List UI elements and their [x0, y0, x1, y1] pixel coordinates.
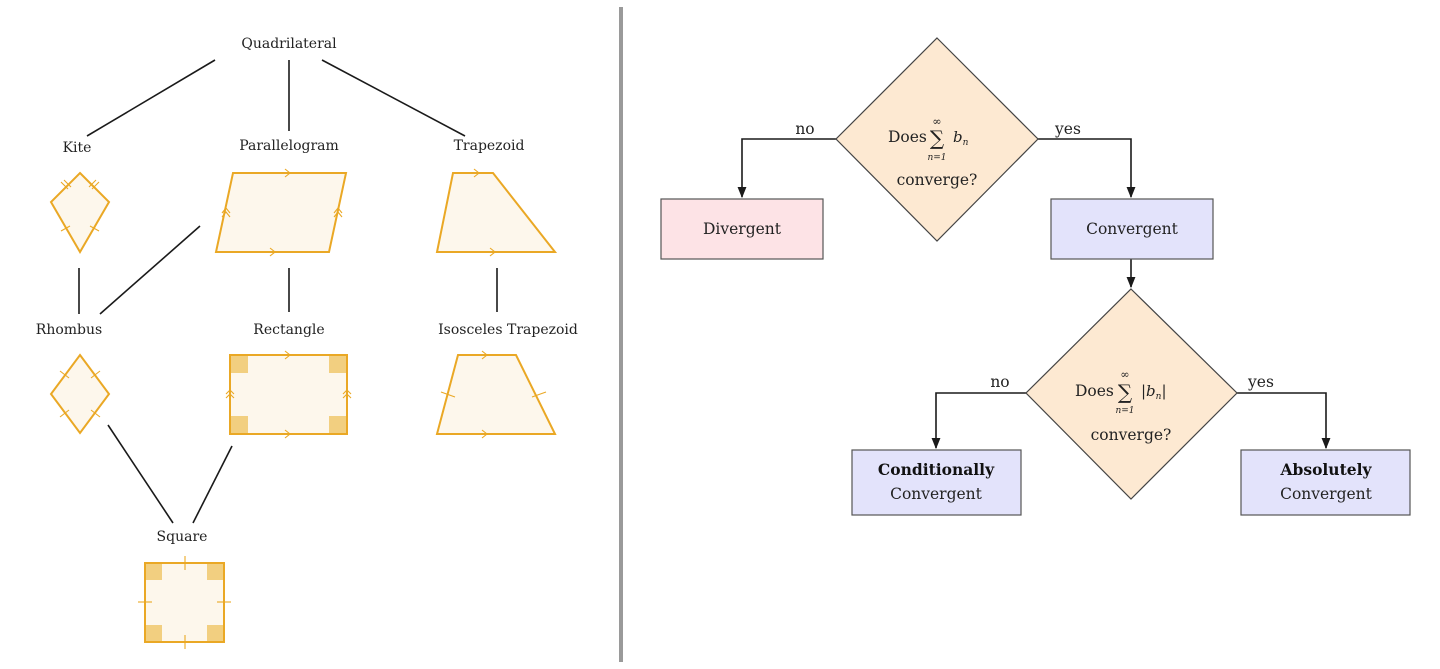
- d1-sum-symbol: ∑: [930, 126, 945, 150]
- outcome-conditionally-convergent: Conditionally Convergent: [851, 449, 1022, 516]
- conditionally-convergent-label: Convergent: [890, 485, 983, 503]
- isosceles-trapezoid-shape: [435, 350, 557, 439]
- edge-d2-yes: [1237, 392, 1331, 450]
- edge-rectangle-square: [192, 445, 233, 524]
- edge-parallelogram-rhombus: [99, 225, 201, 315]
- label-square: Square: [157, 529, 208, 545]
- d2-term: |bn|: [1141, 382, 1167, 402]
- label-d2-yes: yes: [1247, 373, 1274, 391]
- kite-shape: [49, 171, 111, 254]
- outcome-convergent: Convergent: [1050, 198, 1214, 260]
- d2-sum-symbol: ∑: [1118, 380, 1133, 404]
- edge-d2-no: [931, 392, 1026, 450]
- rhombus-shape: [49, 353, 111, 435]
- conditionally-label: Conditionally: [878, 460, 995, 479]
- d1-term: bn: [953, 128, 969, 148]
- edge-rhombus-square: [107, 424, 174, 524]
- label-trapezoid: Trapezoid: [454, 138, 525, 154]
- d1-sum-lower: n=1: [927, 153, 946, 163]
- absolutely-label: Absolutely: [1279, 460, 1372, 479]
- decision-abs-sum-converges: Does ∑ ∞ n=1 |bn| converge?: [1025, 288, 1238, 500]
- label-d2-no: no: [990, 373, 1009, 391]
- square-shape: [138, 556, 231, 649]
- label-isosceles-trapezoid: Isosceles Trapezoid: [438, 322, 578, 338]
- d2-does: Does: [1075, 382, 1114, 400]
- label-quadrilateral: Quadrilateral: [241, 36, 337, 52]
- edge-quad-kite: [86, 59, 216, 137]
- edge-d1-no: [737, 138, 836, 199]
- label-parallelogram: Parallelogram: [239, 138, 339, 154]
- outcome-divergent: Divergent: [660, 198, 824, 260]
- d1-sum-upper: ∞: [932, 115, 941, 128]
- divergent-label: Divergent: [703, 220, 782, 238]
- label-d1-yes: yes: [1054, 120, 1081, 138]
- d2-converge: converge?: [1091, 426, 1172, 444]
- rectangle-shape: [225, 350, 352, 439]
- label-rhombus: Rhombus: [36, 322, 102, 338]
- label-rectangle: Rectangle: [253, 322, 324, 338]
- quadrilateral-hierarchy: Quadrilateral Kite Parallelogram Trapezo…: [36, 36, 578, 649]
- d1-does: Does: [888, 128, 927, 146]
- convergent-label: Convergent: [1086, 220, 1179, 238]
- label-d1-no: no: [795, 120, 814, 138]
- absolutely-convergent-label: Convergent: [1280, 485, 1373, 503]
- edge-d1-yes: [1038, 138, 1136, 199]
- decision-sum-converges: Does ∑ ∞ n=1 bn converge?: [835, 37, 1039, 242]
- d2-sum-lower: n=1: [1115, 406, 1134, 416]
- d2-sum-upper: ∞: [1120, 368, 1129, 381]
- label-kite: Kite: [63, 140, 92, 156]
- edge-quad-trapezoid: [321, 59, 466, 137]
- d1-converge: converge?: [897, 171, 978, 189]
- panel-divider: [619, 7, 623, 662]
- trapezoid-shape: [435, 168, 558, 257]
- parallelogram-shape: [214, 168, 348, 257]
- outcome-absolutely-convergent: Absolutely Convergent: [1240, 449, 1411, 516]
